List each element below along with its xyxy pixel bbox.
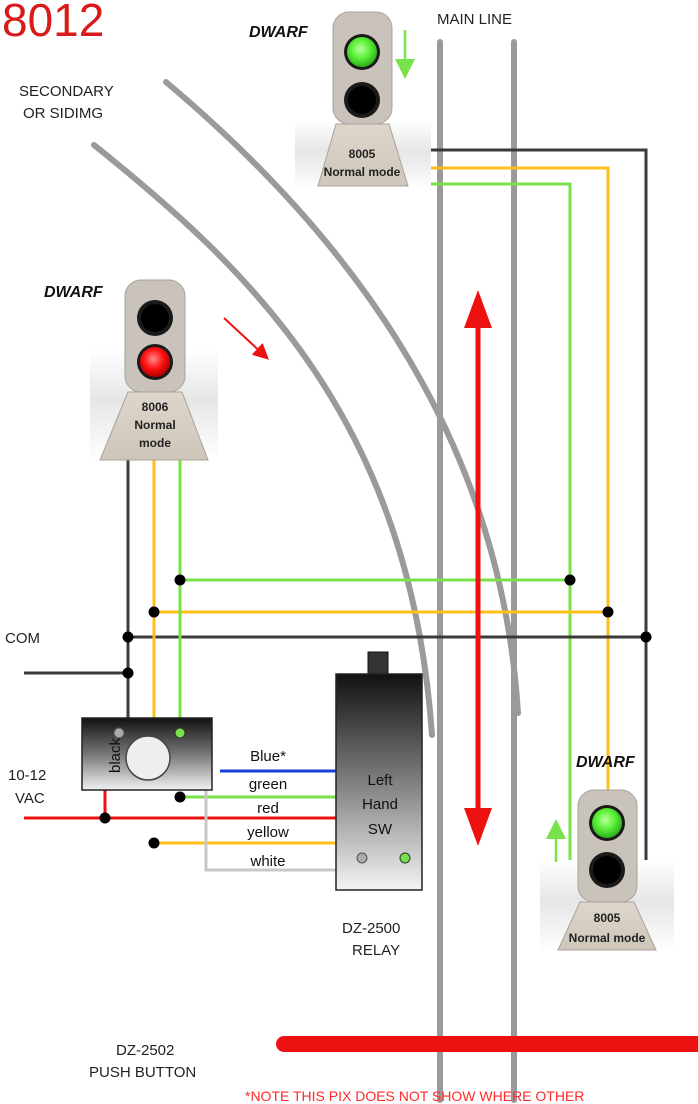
relay-name-line1: DZ-2500 (342, 920, 401, 937)
wire-label-white: white (249, 853, 285, 870)
wire-black-top (405, 148, 648, 908)
signal-number: 8005 (594, 911, 621, 925)
button-green-led (174, 727, 186, 739)
direction-double-arrow (464, 290, 492, 846)
vac-label-line2: VAC (15, 790, 45, 807)
button-name-line1: DZ-2502 (116, 1042, 175, 1059)
wire-label-blue: Blue* (250, 748, 286, 765)
wire-green-top (405, 182, 572, 912)
relay-label-line1: Left (367, 772, 393, 789)
dwarf-label-left: DWARF (44, 284, 103, 301)
relay-label-line3: SW (368, 821, 393, 838)
footnote: *NOTE THIS PIX DOES NOT SHOW WHERE OTHER (245, 1088, 585, 1104)
signal-mode: Normal (134, 418, 175, 432)
main-line-track (437, 39, 517, 1103)
red-arrow-diagonal (223, 317, 269, 360)
wire-label-yellow: yellow (247, 824, 289, 841)
relay-grey-led (356, 852, 368, 864)
wire-labels: Blue* green red yellow white (247, 748, 289, 870)
wire-yellow-top (405, 166, 610, 820)
signal-number: 8006 (142, 400, 169, 414)
relay-label-line2: Hand (362, 796, 398, 813)
push-button-dz2502 (81, 717, 213, 791)
secondary-track (91, 79, 521, 738)
relay-dz2500: Left Hand SW (335, 651, 423, 891)
main-line-label: MAIN LINE (437, 11, 513, 28)
relay-green-led (399, 852, 411, 864)
signal-mode: Normal mode (569, 931, 646, 945)
dwarf-label-bottom: DWARF (576, 754, 635, 771)
secondary-label-line1: SECONDARY (19, 83, 114, 100)
button-knob (125, 735, 171, 781)
junction-dots (99, 574, 652, 849)
com-label: COM (5, 630, 40, 647)
signal-mode: mode (139, 436, 171, 450)
signal-mode: Normal mode (324, 165, 401, 179)
signal-left-8006: 8006 Normal mode (90, 279, 269, 461)
signal-number: 8005 (349, 147, 376, 161)
button-name-line2: PUSH BUTTON (89, 1064, 197, 1081)
black-wire-label: black (107, 737, 124, 773)
vac-label-line1: 10-12 (8, 767, 47, 784)
wire-label-red: red (257, 800, 279, 817)
wire-label-green: green (249, 776, 287, 793)
button-grey-led (113, 727, 125, 739)
relay-name-line2: RELAY (352, 942, 401, 959)
signal-bottom-8005: 8005 Normal mode (540, 789, 674, 952)
signal-top-8005: 8005 Normal mode (295, 11, 431, 190)
diagram-title: 8012 (2, 0, 105, 46)
dwarf-label-top: DWARF (249, 24, 308, 41)
secondary-label-line2: OR SIDIMG (23, 105, 104, 122)
